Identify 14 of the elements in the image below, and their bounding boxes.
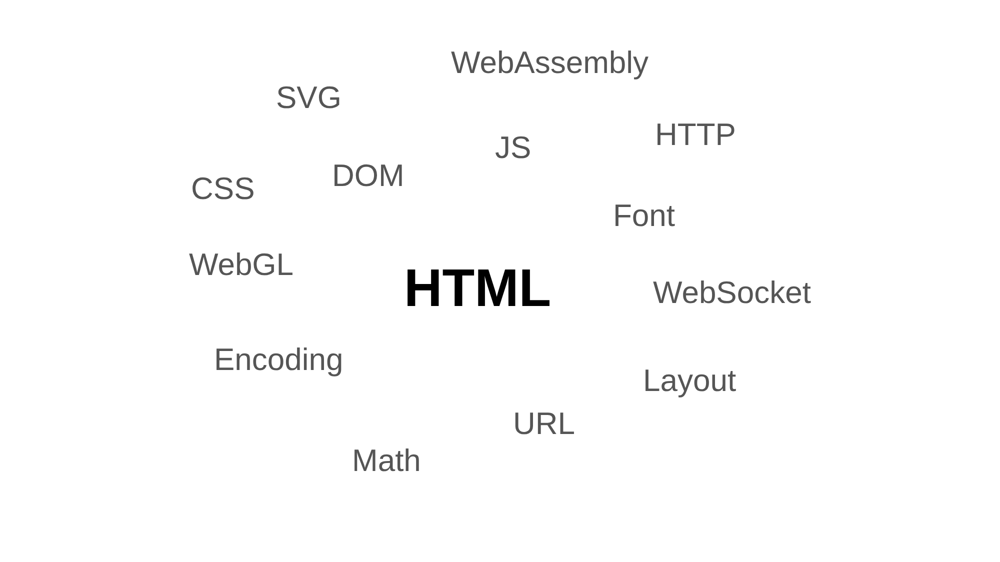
keyword-label: WebGL [189,249,294,280]
keyword-label: WebSocket [653,277,811,308]
keyword-label: SVG [276,82,342,113]
keyword-label: Layout [643,365,736,396]
keyword-label: HTTP [655,119,736,150]
keyword-label: Font [613,200,676,231]
keyword-label: Encoding [214,344,344,375]
keyword-label: WebAssembly [451,47,649,78]
keyword-label: Math [352,445,421,476]
keyword-label: JS [495,132,532,163]
central-keyword: HTML [404,262,552,315]
keyword-label: CSS [191,173,255,204]
keyword-label: URL [513,408,576,439]
keyword-label: DOM [332,160,404,191]
